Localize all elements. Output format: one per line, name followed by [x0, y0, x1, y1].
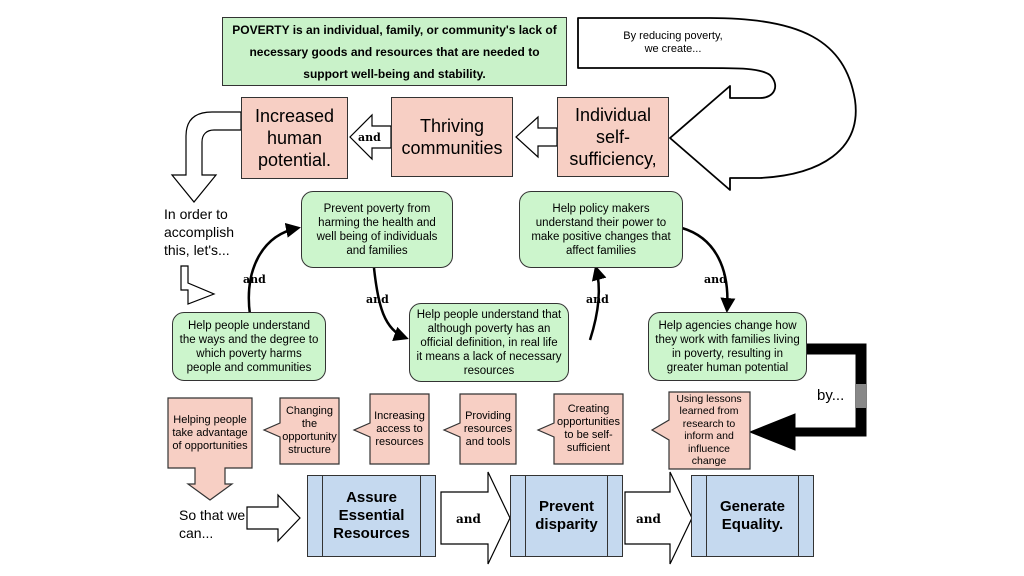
step-4: Increasing access to resources	[374, 409, 425, 448]
curve-policy-to-agencies	[681, 226, 736, 313]
step-3: Providing resources and tools	[463, 409, 513, 448]
step-shape-4	[352, 393, 430, 465]
arrow-individual-to-communities	[515, 115, 558, 159]
final-assure-label: Assure Essential Resources	[333, 489, 410, 542]
step-shape-6	[167, 397, 253, 501]
so-that-text: So that we can...	[179, 507, 246, 541]
final-assure-resources: Assure Essential Resources	[307, 475, 436, 557]
poverty-term: POVERTY	[232, 22, 290, 37]
goal-definition: Help people understand that although pov…	[409, 303, 569, 382]
curve-prevent-to-definition	[372, 267, 409, 341]
arrow-so-that	[246, 493, 301, 543]
and-label-4: and	[704, 273, 727, 286]
goal-prevent-harm: Prevent poverty from harming the health …	[301, 191, 453, 268]
curve-harm-to-prevent	[247, 222, 301, 316]
step-shape-3	[442, 393, 517, 465]
outcome-individual: Individual self-sufficiency,	[557, 97, 669, 177]
final-prevent-label: Prevent disparity	[535, 498, 598, 533]
arrow-to-goal-1	[180, 265, 216, 305]
outcome-communities: Thriving communities	[391, 97, 513, 177]
step-shape-2	[536, 393, 624, 465]
and-label-3: and	[586, 293, 609, 306]
outcome-potential: Increased human potential.	[241, 97, 348, 179]
step-5: Changing the opportunity structure	[282, 405, 337, 456]
loop-arrow	[577, 17, 857, 191]
step-6: Helping people take advantage of opportu…	[172, 413, 248, 452]
and-label-final-2: and	[636, 512, 661, 526]
arrow-final-1	[440, 471, 511, 565]
and-label-final-1: and	[456, 512, 481, 526]
curve-definition-to-policy	[588, 265, 607, 341]
step-2: Creating opportunities to be self-suffic…	[557, 403, 620, 454]
and-label-2: and	[366, 293, 389, 306]
elbow-gray-patch	[856, 384, 866, 408]
and-label-outcomes: and	[358, 131, 381, 144]
goal-understand-harm: Help people understand the ways and the …	[172, 312, 326, 381]
step-shape-1	[650, 391, 751, 470]
final-generate-equality: Generate Equality.	[691, 475, 814, 557]
arrow-final-2	[624, 471, 693, 565]
arrow-communities-to-potential	[349, 113, 392, 161]
final-prevent-disparity: Prevent disparity	[510, 475, 623, 557]
in-order-text: In order to accomplish this, let's...	[164, 206, 235, 258]
final-generate-label: Generate Equality.	[719, 498, 786, 533]
goal-policy-makers: Help policy makers understand their powe…	[519, 191, 683, 268]
poverty-definition: POVERTY is an individual, family, or com…	[222, 17, 567, 86]
goal-agencies: Help agencies change how they work with …	[648, 312, 807, 381]
step-1: Using lessons learned from research to i…	[676, 393, 742, 467]
poverty-definition-text: is an individual, family, or community's…	[249, 22, 557, 81]
loop-text: By reducing poverty, we create...	[623, 30, 723, 55]
arrow-potential-down	[170, 111, 242, 203]
by-text: by...	[817, 387, 845, 404]
and-label-1: and	[243, 273, 266, 286]
elbow-arrow-by	[748, 343, 867, 451]
step-shape-5	[262, 397, 340, 465]
